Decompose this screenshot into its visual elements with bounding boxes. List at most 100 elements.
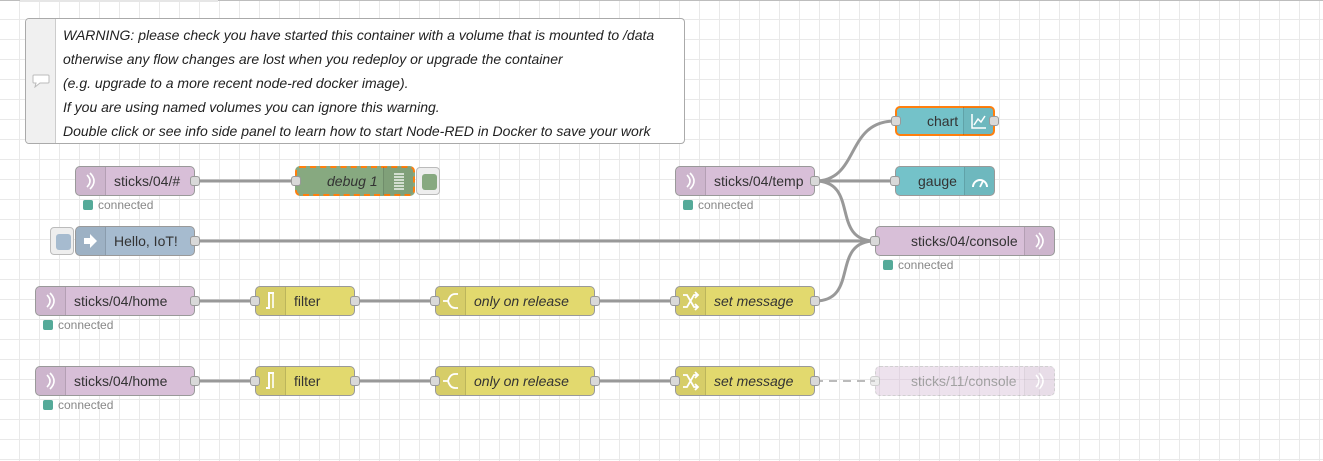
node-label: filter — [294, 293, 321, 309]
comment-node-warning[interactable]: WARNING: please check you have started t… — [25, 18, 685, 144]
status-mqtt-in-home-1: connected — [43, 318, 113, 332]
chart-node[interactable]: chart — [891, 106, 999, 136]
comment-text: WARNING: please check you have started t… — [63, 23, 654, 143]
debug-node-debug-1[interactable]: debug 1 — [291, 166, 415, 196]
output-port[interactable] — [190, 176, 200, 186]
change-node-1[interactable]: set message — [670, 286, 820, 316]
output-port[interactable] — [810, 176, 820, 186]
node-label: chart — [927, 113, 959, 129]
comment-line-4: If you are using named volumes you can i… — [63, 99, 440, 115]
wifi-icon — [36, 287, 66, 315]
comment-line-5: Double click or see info side panel to l… — [63, 123, 651, 139]
output-port[interactable] — [190, 296, 200, 306]
node-label: filter — [294, 373, 321, 389]
wire-temp-to-console[interactable] — [814, 179, 876, 243]
node-label: set message — [714, 373, 794, 389]
change-node-2[interactable]: set message — [670, 366, 820, 396]
mqtt-out-node-sticks-11-console[interactable]: sticks/11/console — [870, 366, 1055, 396]
comment-line-3: (e.g. upgrade to a more recent node-red … — [63, 75, 409, 91]
switch-icon — [436, 367, 466, 395]
input-port[interactable] — [670, 376, 680, 386]
switch-node-2[interactable]: only on release — [430, 366, 600, 396]
node-label: set message — [714, 293, 794, 309]
node-label: debug 1 — [327, 173, 378, 189]
status-dot — [683, 200, 693, 210]
node-label: sticks/04/home — [74, 373, 168, 389]
output-port[interactable] — [810, 296, 820, 306]
inject-trigger-button[interactable] — [50, 227, 74, 255]
inject-node-hello-iot[interactable]: Hello, IoT! — [75, 226, 200, 256]
status-text: connected — [98, 198, 154, 212]
input-port[interactable] — [870, 236, 880, 246]
filter-node-1[interactable]: filter — [250, 286, 360, 316]
wire-temp-to-chart[interactable] — [814, 119, 896, 183]
status-text: connected — [58, 398, 114, 412]
output-port[interactable] — [350, 376, 360, 386]
switch-node-1[interactable]: only on release — [430, 286, 600, 316]
wifi-icon — [676, 167, 706, 195]
node-label: sticks/04/console — [911, 233, 1018, 249]
inject-button-fill — [56, 234, 71, 250]
mqtt-in-node-sticks-04-home-1[interactable]: sticks/04/home — [35, 286, 200, 316]
node-label: sticks/11/console — [911, 373, 1017, 389]
input-port[interactable] — [870, 376, 880, 386]
wifi-icon — [1024, 227, 1054, 255]
input-port[interactable] — [250, 376, 260, 386]
node-label: Hello, IoT! — [114, 233, 178, 249]
mqtt-in-node-sticks-04-all[interactable]: sticks/04/# — [75, 166, 200, 196]
wifi-icon — [1024, 367, 1054, 395]
switch-icon — [436, 287, 466, 315]
input-port[interactable] — [291, 176, 301, 186]
list-icon — [383, 167, 413, 195]
comment-line-2: otherwise any flow changes are lost when… — [63, 51, 563, 67]
line-chart-icon — [963, 107, 993, 135]
input-port[interactable] — [891, 116, 901, 126]
workspace-top-border — [0, 0, 1323, 1]
input-port[interactable] — [430, 296, 440, 306]
wifi-icon — [76, 167, 106, 195]
status-dot — [83, 200, 93, 210]
node-label: sticks/04/# — [114, 173, 181, 189]
status-dot — [43, 320, 53, 330]
tab-indicator — [20, 0, 218, 2]
output-port[interactable] — [590, 376, 600, 386]
input-port[interactable] — [890, 176, 900, 186]
debug-toggle-button[interactable] — [416, 167, 440, 195]
input-port[interactable] — [430, 376, 440, 386]
status-dot — [43, 400, 53, 410]
status-mqtt-out-console: connected — [883, 258, 953, 272]
shuffle-icon — [676, 287, 706, 315]
output-port[interactable] — [989, 116, 999, 126]
debug-toggle-fill — [422, 174, 437, 190]
output-port[interactable] — [350, 296, 360, 306]
mqtt-in-node-sticks-04-temp[interactable]: sticks/04/temp — [675, 166, 820, 196]
input-port[interactable] — [670, 296, 680, 306]
output-port[interactable] — [810, 376, 820, 386]
wire-change1-to-console[interactable] — [814, 239, 876, 303]
status-mqtt-in-temp: connected — [683, 198, 753, 212]
wifi-icon — [36, 367, 66, 395]
node-label: sticks/04/temp — [714, 173, 804, 189]
gauge-icon — [964, 167, 994, 195]
status-text: connected — [898, 258, 954, 272]
status-mqtt-in-home-2: connected — [43, 398, 113, 412]
mqtt-in-node-sticks-04-home-2[interactable]: sticks/04/home — [35, 366, 200, 396]
status-text: connected — [698, 198, 754, 212]
shuffle-icon — [676, 367, 706, 395]
status-text: connected — [58, 318, 114, 332]
input-port[interactable] — [250, 296, 260, 306]
node-label: only on release — [474, 293, 569, 309]
filter-icon — [256, 287, 286, 315]
gauge-node[interactable]: gauge — [890, 166, 995, 196]
mqtt-out-node-sticks-04-console[interactable]: sticks/04/console — [870, 226, 1055, 256]
speech-bubble-icon — [26, 19, 56, 143]
filter-node-2[interactable]: filter — [250, 366, 360, 396]
node-label: gauge — [918, 173, 957, 189]
output-port[interactable] — [590, 296, 600, 306]
status-dot — [883, 260, 893, 270]
node-label: sticks/04/home — [74, 293, 168, 309]
filter-icon — [256, 367, 286, 395]
output-port[interactable] — [190, 376, 200, 386]
output-port[interactable] — [190, 236, 200, 246]
